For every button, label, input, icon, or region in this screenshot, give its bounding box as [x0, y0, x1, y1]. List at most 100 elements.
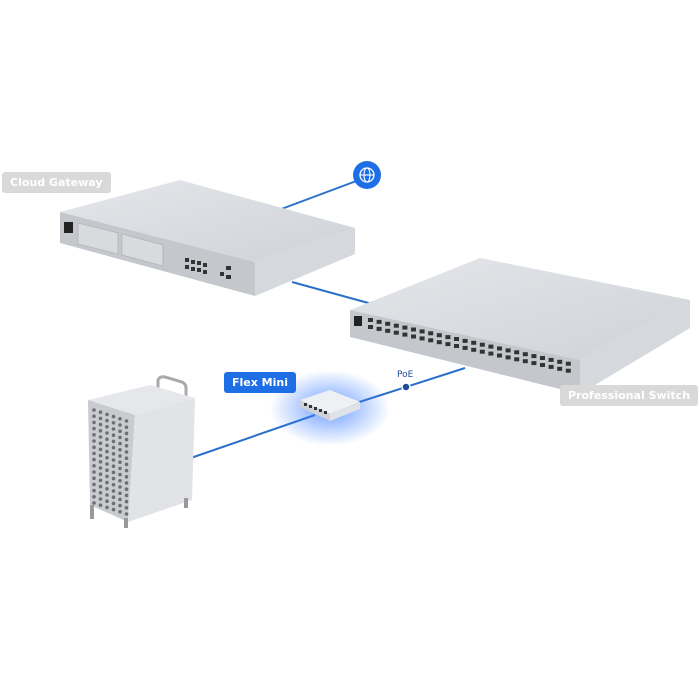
port	[565, 361, 571, 366]
vent-hole	[105, 449, 109, 454]
vent-hole	[118, 435, 122, 440]
vent-hole	[92, 495, 96, 499]
vent-hole	[105, 493, 109, 497]
vent-hole	[98, 422, 103, 427]
port	[557, 359, 563, 364]
vent-hole	[118, 448, 122, 452]
vent-hole	[111, 414, 116, 419]
vent-hole	[92, 433, 96, 437]
vent-hole	[105, 468, 109, 473]
port	[497, 346, 502, 351]
port	[454, 337, 459, 341]
vent-hole	[124, 444, 129, 448]
vent-hole	[105, 499, 109, 504]
vent-hole	[92, 501, 96, 505]
vent-hole	[111, 439, 116, 444]
vent-hole	[105, 418, 109, 423]
vent-hole	[92, 408, 96, 412]
port	[368, 325, 373, 329]
vent-hole	[92, 482, 96, 487]
vent-hole	[118, 460, 122, 465]
vent-hole	[111, 476, 116, 481]
vent-hole	[124, 512, 129, 516]
port	[411, 334, 416, 339]
vent-hole	[98, 503, 103, 508]
vent-hole	[105, 487, 109, 491]
port	[411, 327, 416, 332]
vent-hole	[124, 475, 129, 479]
port	[445, 342, 451, 347]
vent-hole	[118, 429, 122, 434]
vent-hole	[111, 464, 116, 469]
port	[505, 348, 511, 353]
vent-hole	[118, 503, 122, 508]
vent-hole	[92, 476, 96, 481]
vent-hole	[105, 437, 109, 442]
vent-hole	[92, 451, 96, 456]
vent-hole	[98, 416, 103, 421]
port	[514, 357, 520, 362]
port	[402, 325, 408, 330]
flex-mini-label: Flex Mini	[224, 372, 296, 393]
link-internet-gateway	[267, 176, 368, 215]
vent-hole	[118, 441, 122, 446]
port	[514, 350, 520, 355]
port	[488, 344, 494, 349]
vent-hole	[98, 491, 103, 495]
port	[497, 353, 502, 358]
vent-hole	[98, 453, 103, 458]
flex-mini-device	[300, 390, 360, 421]
vent-hole	[124, 481, 129, 485]
vent-hole	[111, 470, 116, 475]
vent-hole	[98, 472, 103, 477]
port	[419, 329, 425, 334]
vent-hole	[111, 445, 116, 450]
vent-hole	[105, 456, 109, 460]
vent-hole	[105, 412, 109, 417]
vent-hole	[111, 495, 116, 500]
vent-hole	[124, 487, 129, 492]
port	[488, 351, 494, 356]
port	[376, 319, 382, 324]
poe-indicator-icon	[401, 382, 411, 392]
vent-hole	[118, 497, 122, 502]
vent-hole	[118, 491, 122, 496]
vent-hole	[105, 462, 109, 466]
vent-hole	[92, 470, 96, 474]
vent-hole	[118, 417, 122, 421]
vent-hole	[124, 431, 129, 436]
port	[548, 357, 554, 362]
port	[376, 326, 382, 331]
vent-hole	[98, 466, 103, 470]
vent-hole	[111, 452, 116, 456]
port	[436, 333, 442, 338]
port	[557, 366, 563, 371]
port	[428, 331, 434, 336]
vent-hole	[92, 488, 96, 493]
port	[393, 323, 399, 328]
port	[531, 361, 537, 366]
port	[368, 318, 373, 322]
vent-hole	[98, 441, 103, 446]
link-gateway-switch	[291, 281, 373, 305]
vent-hole	[92, 457, 96, 462]
vent-hole	[124, 462, 129, 467]
vent-hole	[92, 420, 96, 425]
vent-hole	[105, 480, 109, 485]
port	[479, 342, 485, 347]
vent-hole	[105, 505, 109, 510]
vent-hole	[124, 506, 129, 510]
port	[385, 328, 391, 333]
port	[419, 336, 425, 341]
vent-hole	[118, 485, 122, 489]
port	[385, 321, 391, 326]
vent-hole	[124, 425, 129, 430]
vent-hole	[118, 454, 122, 458]
vent-hole	[92, 414, 96, 419]
mac-pro-device	[88, 375, 195, 528]
port	[462, 338, 468, 343]
port	[471, 340, 477, 345]
vent-hole	[118, 472, 122, 477]
vent-hole	[124, 456, 129, 461]
vent-hole	[105, 474, 109, 479]
